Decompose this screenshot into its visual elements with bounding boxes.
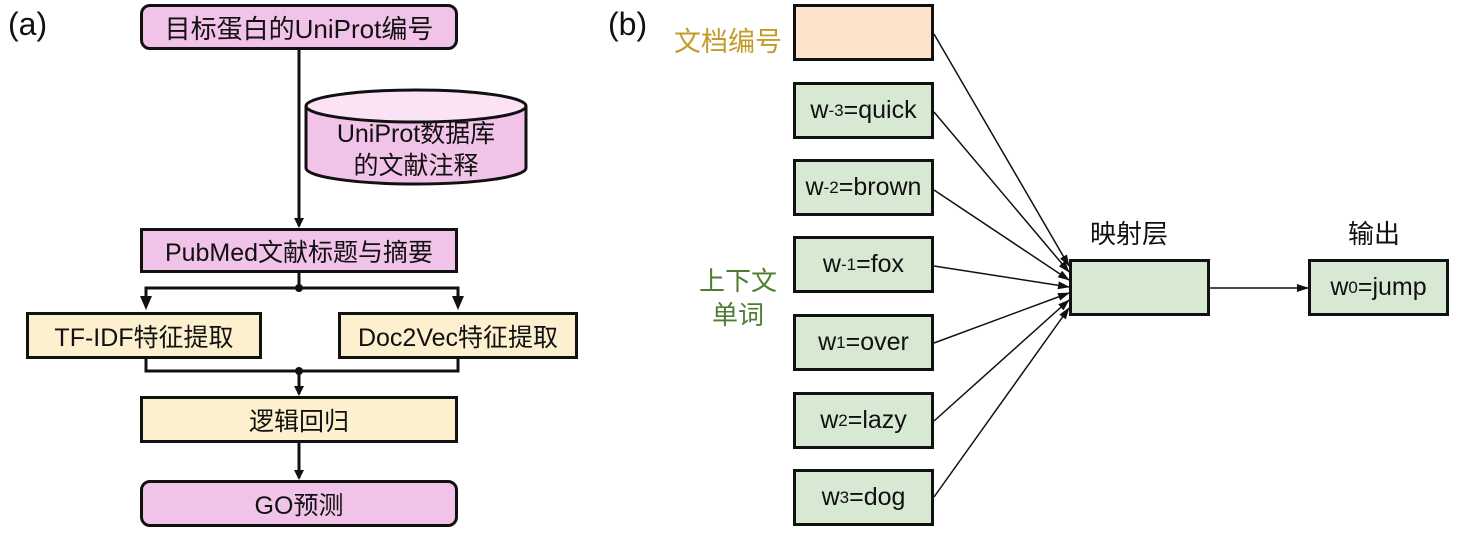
word-symbol: w bbox=[820, 406, 839, 434]
context-word-box: w-2=brown bbox=[793, 159, 934, 216]
word-value: =lazy bbox=[847, 406, 907, 434]
split-dot bbox=[295, 284, 303, 292]
database-label-line1: UniProt数据库 bbox=[336, 120, 496, 148]
word-symbol: w bbox=[810, 96, 829, 124]
uniprot-id-box: 目标蛋白的UniProt编号 bbox=[140, 4, 458, 50]
doc-id-label: 文档编号 bbox=[674, 27, 782, 57]
word-symbol: w bbox=[1330, 273, 1349, 301]
word-value: =brown bbox=[838, 173, 922, 201]
tfidf-box: TF-IDF特征提取 bbox=[26, 312, 262, 359]
database-label: UniProt数据库 的文献注释 bbox=[306, 118, 526, 182]
database-cylinder bbox=[304, 88, 528, 186]
context-label-line1: 上下文 bbox=[698, 266, 777, 296]
word-symbol: w bbox=[818, 328, 837, 356]
database-label-line2: 的文献注释 bbox=[353, 152, 479, 180]
edge-w-1 bbox=[933, 265, 1070, 290]
word-value: =fox bbox=[856, 250, 905, 278]
go-predict-box: GO预测 bbox=[140, 480, 458, 527]
doc-id-box bbox=[793, 4, 934, 61]
logreg-box: 逻辑回归 bbox=[140, 396, 458, 443]
edge-w1 bbox=[933, 292, 1070, 344]
pubmed-box: PubMed文献标题与摘要 bbox=[140, 228, 458, 273]
word-value: =jump bbox=[1357, 273, 1427, 301]
edge-w-3 bbox=[933, 111, 1070, 273]
context-label-line2: 单词 bbox=[711, 300, 764, 330]
split-connector bbox=[144, 286, 460, 306]
arrow-to-doc2vec bbox=[452, 296, 464, 310]
edge-w3 bbox=[933, 307, 1070, 498]
panel-a-label: (a) bbox=[8, 6, 48, 42]
word-symbol: w bbox=[822, 250, 841, 278]
context-word-box: w-1=fox bbox=[793, 236, 934, 293]
word-symbol: w bbox=[821, 483, 840, 511]
output-label: 输出 bbox=[1348, 219, 1401, 249]
edge-doc bbox=[933, 33, 1070, 267]
word-value: =dog bbox=[849, 483, 906, 511]
context-label: 上下文 单词 bbox=[690, 264, 786, 332]
context-word-box: w-3=quick bbox=[793, 82, 934, 139]
word-value: =quick bbox=[843, 96, 917, 124]
projection-box bbox=[1069, 259, 1210, 316]
panel-b-label: (b) bbox=[608, 6, 648, 42]
edge-w-2 bbox=[933, 189, 1070, 281]
edge-w2 bbox=[933, 299, 1070, 422]
doc2vec-box: Doc2Vec特征提取 bbox=[338, 312, 578, 359]
projection-label: 映射层 bbox=[1090, 219, 1169, 249]
word-symbol: w bbox=[805, 173, 824, 201]
word-value: =over bbox=[845, 328, 909, 356]
arrow-to-tfidf bbox=[140, 296, 152, 310]
